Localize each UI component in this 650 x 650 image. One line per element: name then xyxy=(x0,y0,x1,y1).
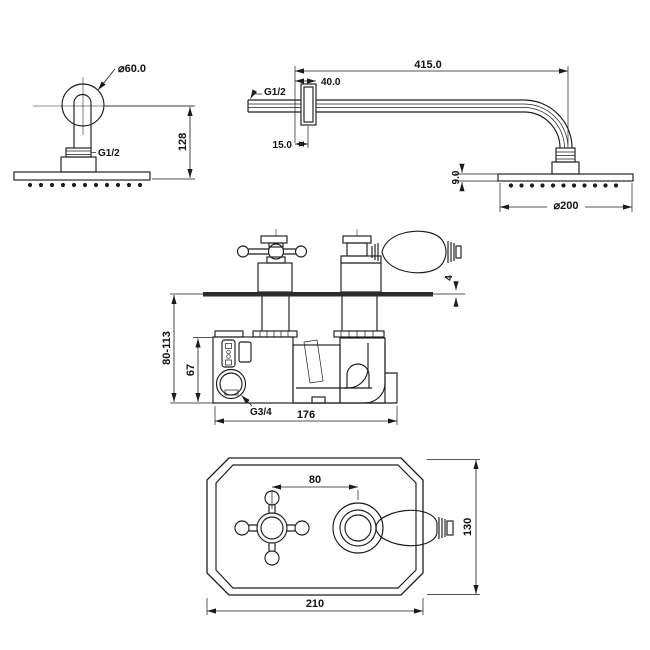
dim-body-height: 67 xyxy=(185,364,197,376)
leader-outlet-thread xyxy=(241,395,253,407)
valve-body-middle xyxy=(292,344,341,404)
faceplate-outer xyxy=(206,457,424,596)
cartridge-detail xyxy=(221,339,236,368)
handle-stem xyxy=(340,262,382,293)
faceplate-front-view: 80 130 210 xyxy=(206,457,480,615)
ceiling-flange-circle xyxy=(61,83,105,127)
valve-body-right xyxy=(339,337,386,404)
dim-arm-length: 415.0 xyxy=(414,59,442,71)
wall-flange xyxy=(300,83,317,126)
dim-plate-width: 210 xyxy=(306,598,324,610)
label-thread-g34: G3/4 xyxy=(250,407,272,418)
lever-tip xyxy=(446,520,454,536)
cartridge-flange-right xyxy=(333,330,385,338)
shower-head-plate xyxy=(497,173,634,182)
leader-diameter xyxy=(97,68,116,91)
lever-handle-side xyxy=(340,229,462,293)
shower-arm-inner xyxy=(248,111,561,149)
cross-handle-side xyxy=(236,229,308,293)
faceplate-inner xyxy=(215,464,417,589)
dim-head-diameter: ⌀200 xyxy=(554,200,579,212)
handle-stem xyxy=(257,262,293,293)
dim-install-depth: 80-113 xyxy=(161,331,173,365)
drop-pipe xyxy=(73,94,92,148)
lever-grip xyxy=(381,230,447,274)
outlet-elbow-inner xyxy=(296,343,369,389)
side-tab xyxy=(238,341,252,363)
cross-hub xyxy=(267,243,285,260)
head-connector xyxy=(60,156,97,173)
thread-section xyxy=(65,147,92,158)
leader-thread xyxy=(250,89,262,99)
cartridge-flange-left xyxy=(252,330,298,338)
arm-nut xyxy=(555,147,576,163)
cross-knob-right xyxy=(294,245,308,258)
dim-plate-height: 130 xyxy=(462,518,474,536)
handle-cap xyxy=(260,235,288,244)
faceplate-edge xyxy=(203,292,433,297)
dim-handle-spacing: 80 xyxy=(309,474,321,486)
nozzle-dots xyxy=(27,182,143,188)
bottom-notch xyxy=(311,396,326,404)
cross-knob-left xyxy=(236,245,250,258)
dim-drop-height: 128 xyxy=(177,133,189,151)
valve-body-side-view: 4 80-113 67 G3/4 176 xyxy=(161,229,465,425)
shower-head-front-view: ⌀60.0 G1/2 128 xyxy=(13,63,195,188)
dim-head-thickness: 9.0 xyxy=(451,170,462,184)
shower-arm-side-view: 415.0 40.0 G1/2 15.0 9.0 ⌀200 xyxy=(247,59,634,212)
shower-arm-outer xyxy=(248,99,573,149)
dim-body-width: 176 xyxy=(297,409,315,421)
cross-knob-right xyxy=(294,520,310,536)
cross-knob-bottom xyxy=(264,550,280,566)
inlet-port-outer xyxy=(215,368,247,400)
head-connector xyxy=(551,161,580,175)
dim-head-flange-diameter: ⌀60.0 xyxy=(118,63,146,75)
shower-head-plate xyxy=(13,171,151,181)
dim-wall-clearance: 15.0 xyxy=(273,140,293,151)
dim-plate-thickness: 4 xyxy=(444,275,455,281)
lever-tip xyxy=(455,245,462,259)
lever-grip xyxy=(375,509,438,547)
lever-handle-front xyxy=(332,502,454,554)
handle-cap xyxy=(342,235,372,244)
inlet-port-inner xyxy=(219,372,243,396)
nozzle-dots xyxy=(508,183,619,188)
label-thread-g12: G1/2 xyxy=(98,148,120,159)
label-thread-g12: G1/2 xyxy=(264,87,286,98)
cross-knob-left xyxy=(234,520,250,536)
dim-flange-offset: 40.0 xyxy=(321,77,341,88)
